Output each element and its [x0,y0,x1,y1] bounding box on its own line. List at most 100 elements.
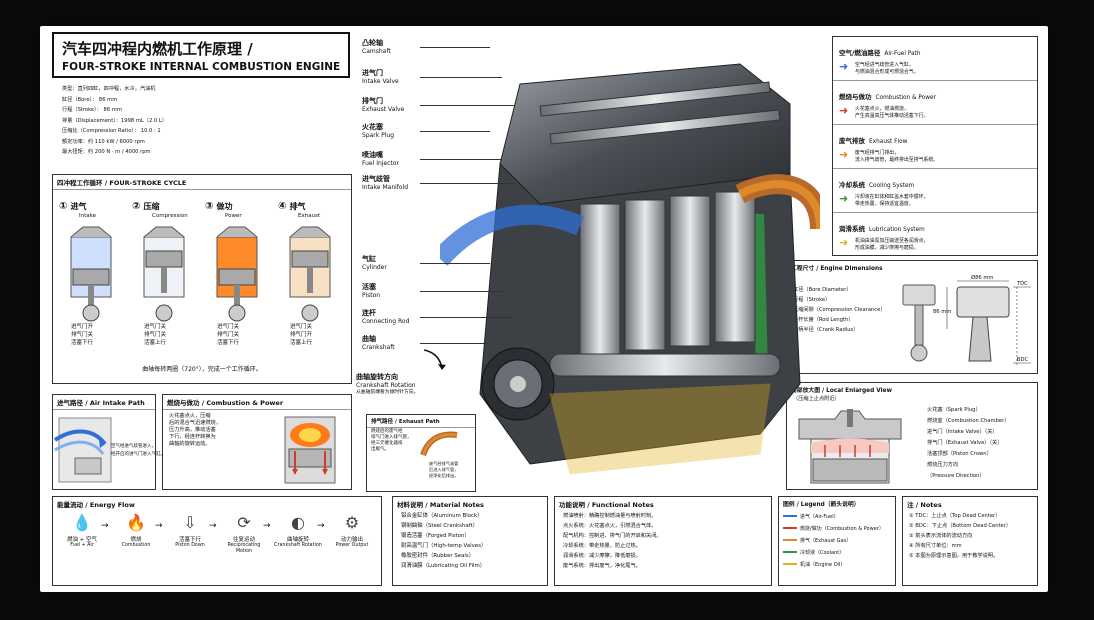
system-desc: 空气经进气歧管进入气缸， [855,62,914,68]
local-view-item: 燃烧室（Combustion Chamber） [927,418,1010,424]
leader-line [420,131,490,132]
functional-item: 配气机构：控制进、排气门的开启和关闭。 [563,533,662,539]
dimensions-header: 工程尺寸 / Engine Dimensions [791,266,883,272]
functional-list: 燃油喷射：精确控制燃油量与喷射时刻。点火系统：火花塞点火，引燃混合气体。配气机构… [555,511,771,571]
energy-flow-header: 能量流动 / Energy Flow [57,501,135,509]
stroke-name-zh: 压缩 [143,202,160,211]
legend-arrow-icon [783,563,797,565]
stroke-number: ④ [278,201,287,212]
dimension-item: 压缩间隙（Compression Clearance） [793,307,886,313]
stroke-desc: 活塞下行 [217,340,240,346]
energy-step-en: Piston Down [175,543,205,548]
energy-step-zh: 曲轴旋转 [286,537,309,543]
local-view-item: 活塞顶部（Piston Crown） [927,451,992,457]
combustion-text: 后的混合气迅速燃烧， [169,420,221,426]
part-name-zh: 曲轴 [362,335,376,343]
stroke-cylinder-diagram [143,226,185,322]
legend-header: 图例 / Legend（箭头说明） [783,502,860,508]
legend-label: 进气（Air-Fuel） [800,513,839,520]
material-notes-panel: 材料说明 / Material Notes 铝合金缸体（Aluminum Blo… [392,496,548,586]
functional-item: 废气系统：排出废气，净化尾气。 [563,563,641,569]
part-name-zh: 凸轮轴 [362,39,383,47]
system-name-zh: 润滑系统 [839,225,865,233]
energy-step-zh: 动力输出 [340,537,363,543]
energy-step-zh: 往复运动 [232,537,255,543]
combustion-text: 压力升高，推动活塞 [169,427,216,433]
system-name-zh: 燃烧与做功 [839,93,872,101]
dimensions-list: 缸径（Bore Diameter）行程（Stroke）压缩间隙（Compress… [793,285,886,335]
note-item: ⑤ 本图为原理示意图，用于教学说明。 [909,553,999,559]
spec-line: 行程（Stroke）： 86 mm [62,107,122,113]
material-item: 耐高温气门（High-temp Valves） [401,543,487,549]
local-view-item: 燃烧压力方向 [927,462,959,468]
part-name-zh: 气缸 [362,255,376,263]
air-path-text-1: 空气经进气歧管进入， [111,444,156,449]
material-item: 橡胶密封件（Rubber Seals） [401,553,475,559]
system-desc: 机油由油泵加压输送至各润滑点， [855,238,929,244]
note-item: ③ 箭头表示流体的流动方向 [909,533,973,539]
exhaust-note: 废气经排气歧管 [429,461,459,466]
cycle-header: 四冲程工作循环 / FOUR-STROKE CYCLE [53,175,351,190]
leader-line [420,47,490,48]
exhaust-path-panel: 排气路径 / Exhaust Path 燃烧后的废气经 排气门进入排气管， 经三… [366,414,476,492]
stroke-desc: 进气门关 [217,324,240,330]
exhaust-note: 后进入排气管， [429,467,459,472]
leader-line [420,77,502,78]
energy-step-en: Power Output [335,543,369,548]
note-item: ④ 所有尺寸单位：mm [909,543,962,549]
part-name-en: Intake Valve [362,78,399,85]
system-desc: 形成油膜，减少摩擦与磨损。 [855,245,919,251]
note-item: ① TDC：上止点（Top Dead Center） [909,513,1001,519]
system-desc: 废气经排气门排出， [855,150,900,156]
material-list: 铝合金缸体（Aluminum Block）钢制曲轴（Steel Cranksha… [393,511,547,571]
local-view-item: 火花塞（Spark Plug） [927,407,981,413]
exhaust-path-text: 排气门进入排气管， [371,435,412,440]
arrow-right-icon: → [209,521,217,531]
spec-line: 压缩比（Compression Ratio）： 10.0 : 1 [62,128,161,134]
exhaust-pipe-illustration [420,431,458,457]
part-name-en: Cylinder [362,264,387,271]
material-item: 润滑油膜（Lubricating Oil Film） [401,563,486,569]
energy-step-zh: 燃烧 [130,537,142,543]
arrow-right-icon: → [101,521,109,531]
legend-label: 机油（Engine Oil） [800,561,846,568]
system-name-en: Air-Fuel Path [884,51,921,57]
air-path-panel: 进气路径 / Air Intake Path 空气经进气歧管进入， 经开启的进气… [52,394,165,490]
local-view-item: 排气门（Exhaust Valve）（关） [927,440,1003,446]
functional-item: 燃油喷射：精确控制燃油量与喷射时刻。 [563,513,657,519]
system-desc: 带走热量，保持适宜温度。 [855,201,914,207]
rotation-note: 从曲轴前端看为顺时针方向。 [356,390,419,395]
energy-step-icon: 🔥 [126,513,146,532]
air-path-text-2: 经开启的进气门进入气缸。 [111,452,165,457]
notes-panel: 注 / Notes ① TDC：上止点（Top Dead Center）② BD… [902,496,1038,586]
spec-list: 类型：直列四缸，四冲程，水冷，汽油机 缸径（Bore）： 86 mm 行程（St… [62,84,167,158]
legend-arrow-icon [783,551,797,553]
functional-item: 润滑系统：减少摩擦，降低磨损。 [563,553,641,559]
piston-dimension-drawing [902,280,1031,365]
part-name-zh: 进气歧管 [362,175,390,183]
energy-step-zh: 燃油 + 空气 [66,537,98,543]
local-view-panel: 局部放大图 / Local Enlarged View （压缩上止点附近） 火花… [786,382,1038,490]
legend-item: 机油（Engine Oil） [783,558,895,570]
rotation-arrow-icon [423,349,446,370]
part-name-en: Camshaft [362,48,391,55]
rotation-en: Crankshaft Rotation [356,382,416,389]
part-name-zh: 活塞 [362,283,376,291]
stroke-desc: 活塞上行 [144,340,167,346]
